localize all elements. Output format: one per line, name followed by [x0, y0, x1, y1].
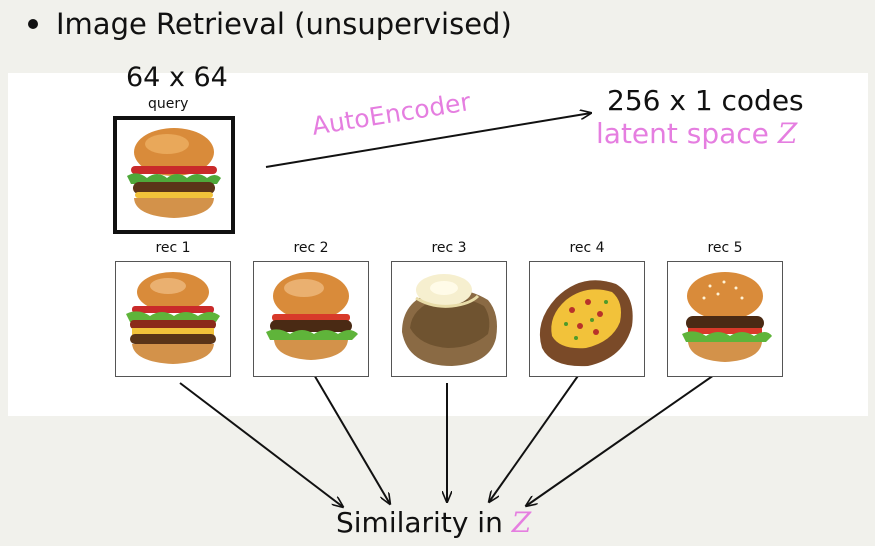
loaded-potato-icon [539, 280, 633, 367]
bullet-text: Image Retrieval (unsupervised) [56, 7, 512, 41]
rec-1-image [115, 261, 231, 377]
burger-icon [266, 272, 358, 360]
burger-icon [682, 272, 772, 362]
similarity-text: Similarity in [336, 506, 512, 539]
burger-icon [127, 128, 221, 218]
rec-5-arrow [526, 365, 728, 506]
burger-icon [126, 272, 220, 364]
latent-space-text: latent space [596, 117, 778, 150]
rec-label: rec 4 [569, 240, 605, 256]
rec-label: rec 1 [155, 240, 191, 256]
baked-potato-icon [402, 274, 497, 366]
rec-label: rec 3 [431, 240, 467, 256]
query-image [113, 116, 235, 234]
latent-space-label: latent space Z [596, 117, 797, 150]
rec-5-image [667, 261, 783, 377]
query-dimension-label: 64 x 64 [126, 62, 228, 93]
bullet-heading: Image Retrieval (unsupervised) [28, 4, 512, 44]
rec-4-image [529, 261, 645, 377]
rec-label: rec 2 [293, 240, 329, 256]
encoder-arrow [265, 113, 591, 168]
rec-1-arrow [179, 382, 343, 507]
query-label: query [148, 96, 189, 112]
similarity-label: Similarity in Z [336, 506, 531, 539]
rec-3-image [391, 261, 507, 377]
codes-label: 256 x 1 codes [607, 84, 804, 117]
rec-2-image [253, 261, 369, 377]
rec-4-arrow [489, 372, 581, 502]
latent-z-symbol: Z [777, 117, 798, 150]
rec-2-arrow [312, 372, 390, 504]
bullet-dot-icon [28, 19, 38, 29]
rec-label: rec 5 [707, 240, 743, 256]
similarity-z-symbol: Z [511, 506, 532, 539]
